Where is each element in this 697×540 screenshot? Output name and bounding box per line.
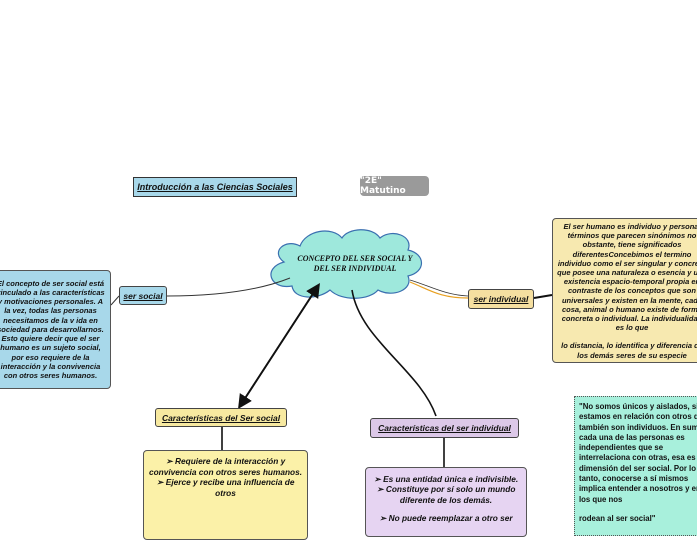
caracteristicas-ser-individual-node[interactable]: Características del ser individual [370, 418, 519, 438]
car-individual-item: ➢ No puede reemplazar a otro ser [379, 512, 513, 523]
caracteristicas-ser-individual-box[interactable]: ➢ Es una entidad única e indivisible. ➢ … [365, 467, 527, 537]
ser-social-text[interactable]: El concepto de ser social está vinculado… [0, 270, 111, 389]
connector-lines [110, 229, 553, 467]
group-badge[interactable]: "2E" Matutino [360, 176, 429, 196]
ser-individual-node[interactable]: ser individual [468, 289, 534, 309]
caracteristicas-ser-social-box[interactable]: ➢ Requiere de la interacción y convivenc… [143, 450, 308, 540]
car-individual-item: ➢ Constituye por sí solo un mundo difere… [376, 484, 516, 505]
ser-individual-description: El ser humano es individuo y persona, té… [557, 222, 697, 333]
ser-social-node[interactable]: ser social [119, 286, 167, 305]
quote-box[interactable]: "No somos únicos y aislados, sino estamo… [574, 396, 697, 536]
ser-social-description: El concepto de ser social está vinculado… [0, 278, 105, 380]
central-cloud [270, 229, 423, 299]
quote-text-end: rodean al ser social" [579, 513, 656, 523]
quote-text: "No somos únicos y aislados, sino estamo… [579, 402, 697, 504]
car-individual-item: ➢ Es una entidad única e indivisible. [373, 474, 519, 484]
central-topic[interactable]: CONCEPTO DEL SER SOCIAL Y DEL SER INDIVI… [297, 254, 413, 273]
car-social-item: ➢ Ejerce y recibe una influencia de otro… [156, 477, 295, 498]
ser-individual-description-end: lo distancia, lo identifica y diferencia… [561, 341, 697, 360]
title-box[interactable]: Introducción a las Ciencias Sociales [133, 177, 297, 197]
ser-individual-text[interactable]: El ser humano es individuo y persona, té… [552, 218, 697, 363]
caracteristicas-ser-social-node[interactable]: Características del Ser social [155, 408, 287, 427]
car-social-item: ➢ Requiere de la interacción y convivenc… [148, 456, 303, 477]
